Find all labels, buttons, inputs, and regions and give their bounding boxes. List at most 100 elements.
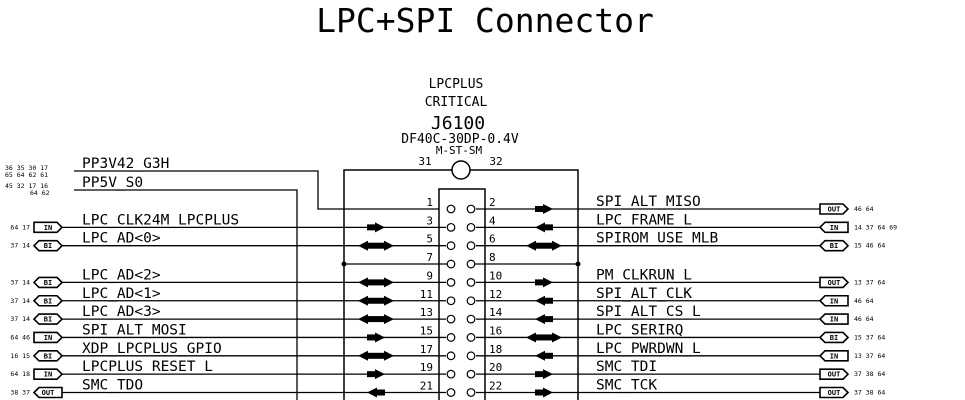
pin-number-left: 9: [426, 269, 433, 282]
port-bi-icon: BI: [818, 331, 850, 344]
arrowhead-right: [552, 240, 562, 251]
port-bi-icon: BI: [32, 239, 64, 252]
net-refs: 37 38 64: [854, 370, 885, 378]
arrowhead-left: [358, 350, 368, 361]
left-net-row: 16 15 BI XDP_LPCPLUS_GPIO: [10, 341, 446, 362]
net-refs: 64 46: [10, 333, 30, 341]
net-refs: 46 64: [854, 297, 874, 305]
net-label: SMC_TDI: [596, 359, 657, 375]
power-refs-top: 36 35 30 17: [5, 164, 48, 172]
signal-direction-arrow: [535, 204, 553, 214]
signal-direction-arrow: [358, 295, 394, 306]
arrowhead-right: [543, 387, 553, 398]
net-label: LPCPLUS_RESET_L: [82, 359, 213, 375]
arrowhead-right: [543, 277, 553, 288]
net-refs: 13 37 64: [854, 352, 885, 360]
port-label: OUT: [828, 389, 841, 397]
net-refs: 37 38 64: [854, 389, 885, 397]
net-label: LPC_AD<0>: [82, 231, 161, 247]
arrowhead-right: [384, 295, 394, 306]
pin-contact-left: [446, 296, 456, 306]
pin-number-left: 11: [420, 288, 433, 301]
arrowhead-left: [526, 332, 536, 343]
port-label: BI: [44, 316, 52, 324]
part-suffix: M-ST-SM: [436, 144, 483, 157]
port-in-icon: IN: [818, 313, 849, 325]
port-in-icon: IN: [33, 368, 64, 380]
pin-contact-left: [446, 388, 456, 397]
pin-contact-right: [466, 204, 476, 214]
pin-contact-right: [466, 388, 476, 397]
arrowhead-right: [384, 350, 394, 361]
arrowhead-right: [375, 332, 385, 343]
net-label: LPC_CLK24M_LPCPLUS: [82, 212, 239, 228]
arrowhead-left: [358, 277, 368, 288]
connector-pin-column: [438, 188, 486, 400]
signal-direction-arrow: [535, 387, 553, 398]
signal-direction-arrow: [526, 332, 562, 343]
pin-number-left: 3: [426, 214, 433, 227]
port-bi-icon: BI: [32, 276, 64, 289]
pin-number-left: 13: [420, 306, 433, 319]
port-label: OUT: [828, 279, 841, 287]
net-refs: 38 37: [10, 389, 30, 397]
net-label: SPIROM_USE_MLB: [596, 231, 718, 247]
pin-contact-right: [466, 278, 476, 287]
net-label: LPC_AD<2>: [82, 267, 161, 283]
port-label: OUT: [828, 206, 841, 214]
power-net-pp3v42: 36 35 30 17 65 64 62 61 PP3V42_G3H: [5, 156, 439, 210]
signal-direction-arrow: [535, 295, 553, 306]
pin-contact-left: [446, 351, 456, 361]
port-in-icon: IN: [818, 294, 849, 307]
port-label: IN: [44, 371, 52, 379]
pin-number-left: 15: [420, 324, 433, 337]
signal-direction-arrow: [358, 350, 394, 361]
pin-number-left: 5: [426, 233, 433, 246]
arrowhead-right: [375, 369, 385, 380]
port-bi-icon: BI: [32, 350, 64, 362]
arrowhead-left: [367, 387, 377, 398]
port-label: BI: [830, 334, 838, 342]
signal-direction-arrow: [535, 277, 553, 288]
net-label: SPI_ALT_CLK: [596, 286, 692, 302]
pin-number-left: 19: [420, 361, 433, 374]
net-refs: 37 14: [10, 278, 30, 286]
arrowhead-left: [358, 314, 368, 325]
arrowhead-left: [358, 295, 368, 306]
net-refs: 14 37 64 69: [854, 223, 897, 231]
net-refs: 46 64: [854, 205, 874, 213]
pin-contact-left: [446, 204, 456, 214]
port-label: IN: [44, 334, 52, 342]
net-label: PM_CLKRUN_L: [596, 267, 692, 283]
port-bi-icon: BI: [32, 294, 64, 307]
net-refs: 15 46 64: [854, 242, 885, 250]
pin-contact-right: [466, 369, 476, 379]
net-label: XDP_LPCPLUS_GPIO: [82, 341, 222, 357]
net-refs: 37 14: [10, 242, 30, 250]
junction-dot: [575, 261, 581, 267]
port-in-icon: IN: [818, 350, 849, 362]
port-out-icon: OUT: [32, 386, 63, 399]
net-refs: 13 37 64: [854, 278, 885, 286]
pin-contact-right: [466, 296, 476, 306]
pin-number-left: 17: [420, 343, 433, 356]
pin-contact-left: [446, 369, 456, 379]
port-label: IN: [44, 224, 52, 232]
net-label: LPC_AD<3>: [82, 304, 161, 320]
net-refs: 16 15: [10, 352, 30, 360]
port-label: BI: [44, 352, 52, 360]
part-number: DF40C-30DP-0.4V: [401, 132, 519, 147]
